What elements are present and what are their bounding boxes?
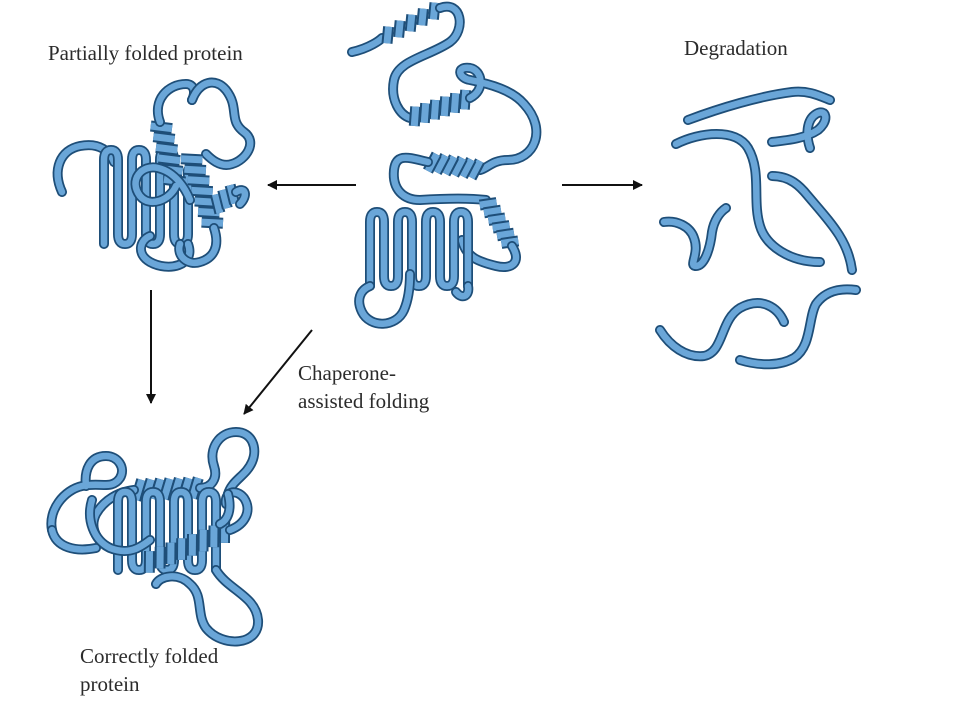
unfolded-helix-4-turn bbox=[487, 214, 506, 224]
unfolded-helix-4-turn bbox=[496, 229, 515, 240]
fragment-6 bbox=[656, 299, 788, 360]
partial-helix-3 bbox=[210, 183, 240, 215]
chaperone-label-line1: Chaperone- bbox=[298, 361, 396, 385]
folded-loop-g bbox=[216, 490, 233, 528]
unfolded-helix-1 bbox=[381, 2, 441, 44]
partial-loop-f bbox=[175, 224, 220, 267]
partial-loop-d-outline bbox=[187, 77, 256, 170]
unfolded-helix-4-turn bbox=[479, 199, 498, 209]
fragment-5 bbox=[768, 172, 856, 274]
folded-hairpins bbox=[114, 488, 220, 574]
partial-helix-3-turn bbox=[219, 188, 231, 210]
unfolded-loop-3 bbox=[390, 154, 490, 204]
partial-helix-1-turn bbox=[150, 122, 173, 133]
partially-folded-label: Partially folded protein bbox=[48, 41, 243, 65]
unfolded-helix-2-turn bbox=[440, 96, 450, 117]
correctly-folded-label-line2: protein bbox=[80, 672, 140, 696]
unfolded-protein bbox=[347, 1, 542, 329]
degraded-fragments bbox=[655, 86, 861, 370]
folded-helix-1-turn bbox=[160, 477, 174, 501]
folded-loop-e bbox=[152, 566, 262, 645]
unfolded-helix-1-turn bbox=[418, 8, 427, 26]
unfolded-helix-3 bbox=[423, 151, 485, 181]
unfolded-helix-2-turn bbox=[460, 89, 470, 110]
unfolded-helix-1-turn bbox=[406, 14, 416, 32]
partial-loop-d bbox=[188, 79, 254, 169]
unfolded-loop-2 bbox=[457, 64, 540, 174]
partial-helix-1-turn bbox=[155, 143, 178, 154]
partial-helix-2-turn bbox=[180, 155, 203, 164]
partial-helix-2-turn bbox=[191, 186, 213, 196]
partial-loop-g bbox=[232, 186, 249, 208]
partial-helix-1-turn bbox=[158, 154, 181, 165]
folded-loop-a bbox=[48, 452, 126, 534]
partial-helix-2-turn bbox=[184, 165, 207, 174]
unfolded-helix-1-turn bbox=[383, 26, 393, 44]
folded-loop-h bbox=[86, 496, 154, 555]
unfolded-loop-5 bbox=[452, 282, 472, 300]
unfolded-helix-3-turn bbox=[468, 159, 484, 180]
fragment-3 bbox=[768, 109, 829, 152]
fragment-7 bbox=[736, 286, 860, 368]
unfolded-helix-1-turn bbox=[395, 20, 404, 38]
partial-helix-2-turn bbox=[201, 218, 224, 227]
chaperone-label-line2: assisted folding bbox=[298, 389, 430, 413]
unfolded-helix-4 bbox=[478, 197, 520, 249]
unfolded-helix-1-turn bbox=[429, 2, 439, 20]
degradation-label: Degradation bbox=[684, 36, 788, 60]
unfolded-helix-2-turn bbox=[410, 106, 420, 127]
unfolded-helix-2-turn bbox=[450, 93, 460, 113]
unfolded-loop-1 bbox=[389, 3, 463, 122]
unfolded-helix-3-turn bbox=[450, 156, 466, 177]
unfolded-tail bbox=[348, 34, 386, 56]
unfolded-helix-2-turn bbox=[430, 99, 440, 120]
unfolded-helix-2-turn bbox=[420, 103, 430, 123]
correctly-folded-label-line1: Correctly folded bbox=[80, 644, 219, 668]
partially-folded-protein bbox=[52, 77, 256, 272]
unfolded-helix-3-turn bbox=[433, 153, 449, 175]
unfolded-helix-3-turn bbox=[442, 155, 458, 176]
unfolded-helix-2 bbox=[408, 89, 472, 127]
fragment-2 bbox=[672, 130, 824, 266]
unfolded-helix-4-turn bbox=[483, 206, 502, 217]
arrow-chaperone-to-correct bbox=[243, 329, 313, 415]
correctly-folded-protein bbox=[46, 427, 263, 647]
unfolded-helix-4-turn bbox=[492, 222, 511, 232]
partial-loop-e bbox=[132, 164, 194, 206]
unfolded-hairpins bbox=[366, 208, 472, 290]
partial-helix-3-turn bbox=[211, 193, 224, 214]
fragment-1 bbox=[684, 88, 834, 124]
folded-loop-b bbox=[196, 428, 258, 498]
folded-loop-f bbox=[48, 526, 100, 553]
unfolded-helix-3-turn bbox=[459, 157, 475, 179]
partial-helix-2-turn bbox=[187, 176, 210, 185]
partial-helix-1-turn bbox=[152, 133, 176, 143]
fragment-4 bbox=[660, 204, 730, 270]
unfolded-tail-2 bbox=[356, 270, 414, 327]
folded-helix-2 bbox=[143, 521, 231, 573]
